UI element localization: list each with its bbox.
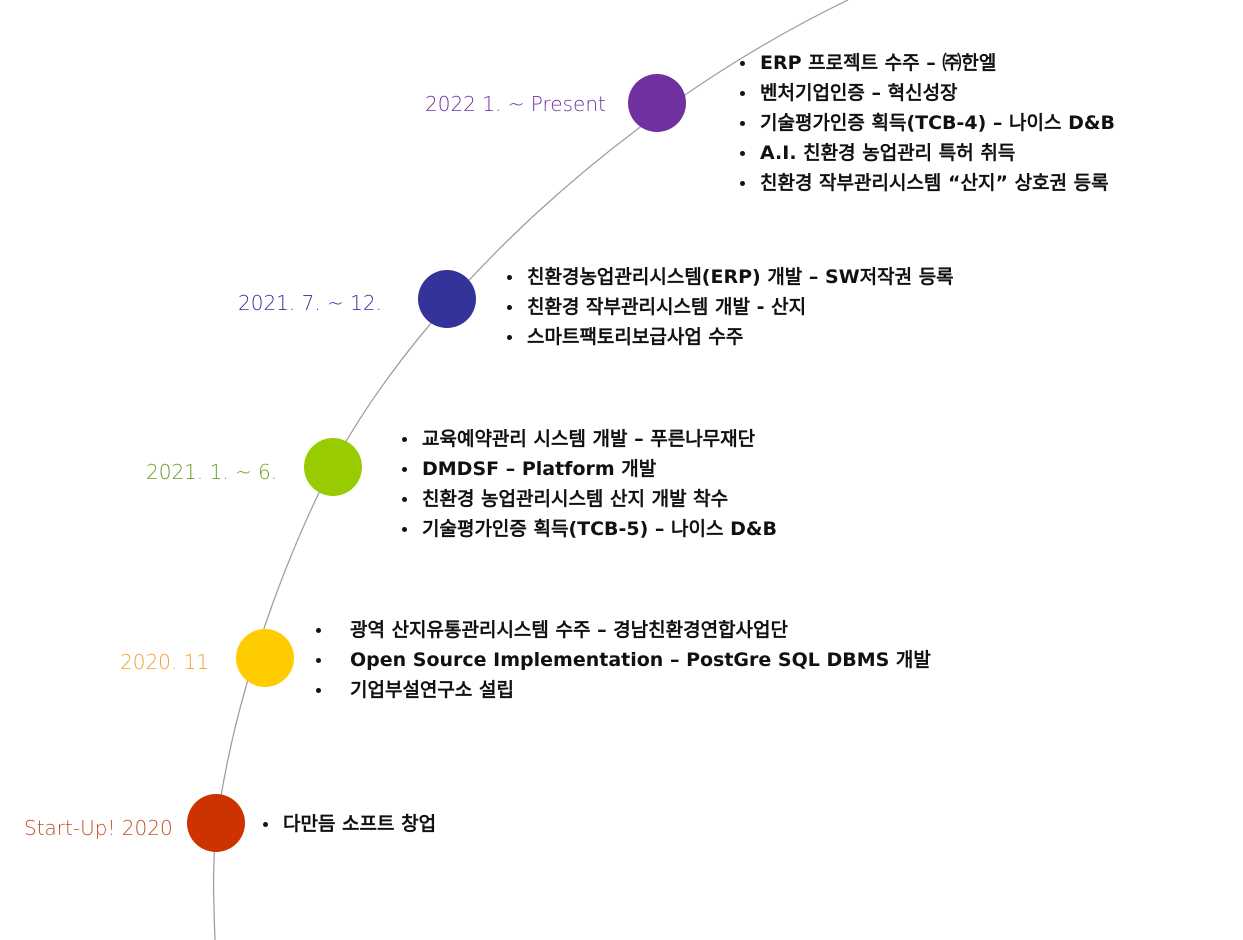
milestone-dot-startup-2020 [187,794,245,852]
bullet-icon [740,91,745,96]
bullet-icon [402,527,407,532]
period-label-2022: 2022 1. ~ Present [425,92,606,116]
event-item: A.I. 친환경 농업관리 특허 취득 [738,138,1115,168]
event-item: 벤처기업인증 – 혁신성장 [738,78,1115,108]
bullet-icon [402,437,407,442]
bullet-icon [740,151,745,156]
bullet-icon [507,275,512,280]
bullet-icon [402,467,407,472]
event-list-2022: ERP 프로젝트 수주 – ㈜한엘 벤처기업인증 – 혁신성장 기술평가인증 획… [738,48,1115,198]
bullet-icon [316,628,321,633]
milestone-dot-2020-11 [236,629,294,687]
period-label-2020-11: 2020. 11 [120,650,210,674]
bullet-icon [316,658,321,663]
event-item: 친환경 작부관리시스템 “산지” 상호권 등록 [738,168,1115,198]
milestone-dot-2021-h1 [304,438,362,496]
event-item: 다만듬 소프트 창업 [261,809,436,839]
milestone-dot-2021-h2 [418,270,476,328]
period-label-startup-2020: Start-Up! 2020 [24,816,173,840]
event-item: DMDSF – Platform 개발 [400,454,777,484]
bullet-icon [507,305,512,310]
event-item: 광역 산지유통관리시스템 수주 – 경남친환경연합사업단 [314,615,931,645]
event-list-2021-h1: 교육예약관리 시스템 개발 – 푸른나무재단 DMDSF – Platform … [400,424,777,544]
event-item: 스마트팩토리보급사업 수주 [505,322,954,352]
event-item: 친환경 농업관리시스템 산지 개발 착수 [400,484,777,514]
period-label-2021-h2: 2021. 7. ~ 12. [238,291,382,315]
event-item: 교육예약관리 시스템 개발 – 푸른나무재단 [400,424,777,454]
event-item: 기술평가인증 획득(TCB-4) – 나이스 D&B [738,108,1115,138]
event-item: ERP 프로젝트 수주 – ㈜한엘 [738,48,1115,78]
bullet-icon [263,822,268,827]
event-item: 친환경 작부관리시스템 개발 - 산지 [505,292,954,322]
event-list-2021-h2: 친환경농업관리시스템(ERP) 개발 – SW저작권 등록 친환경 작부관리시스… [505,262,954,352]
bullet-icon [316,688,321,693]
event-item: Open Source Implementation – PostGre SQL… [314,645,931,675]
event-item: 기업부설연구소 설립 [314,675,931,705]
milestone-dot-2022 [628,74,686,132]
bullet-icon [402,497,407,502]
event-item: 친환경농업관리시스템(ERP) 개발 – SW저작권 등록 [505,262,954,292]
bullet-icon [740,121,745,126]
bullet-icon [507,335,512,340]
event-item: 기술평가인증 획득(TCB-5) – 나이스 D&B [400,514,777,544]
event-list-startup-2020: 다만듬 소프트 창업 [261,809,436,839]
period-label-2021-h1: 2021. 1. ~ 6. [146,460,278,484]
event-list-2020-11: 광역 산지유통관리시스템 수주 – 경남친환경연합사업단 Open Source… [314,615,931,705]
bullet-icon [740,181,745,186]
bullet-icon [740,61,745,66]
